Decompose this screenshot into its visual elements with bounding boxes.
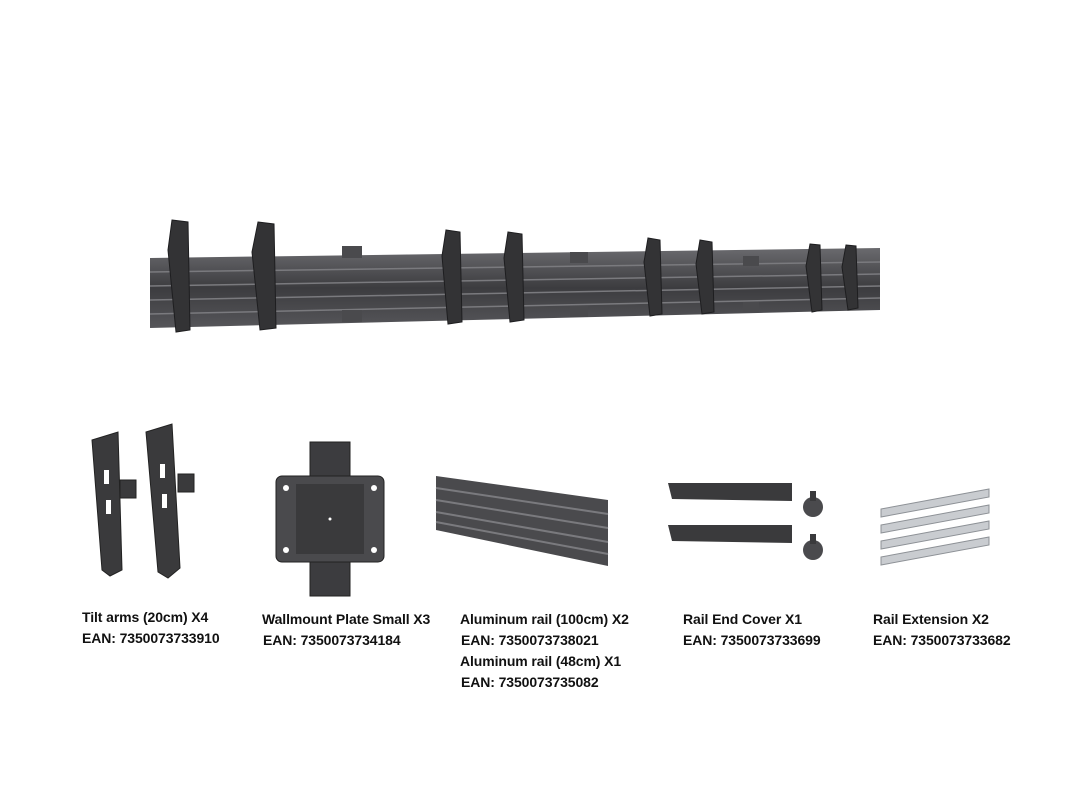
part-name: Tilt arms (20cm) X4 [82,609,209,625]
aluminum-rail-image [435,476,609,566]
caption-aluminum-rail: Aluminum rail (100cm) X2 EAN: 7350073738… [460,609,629,693]
rail-end-cover-image [668,483,823,560]
caption-tilt-arms: Tilt arms (20cm) X4 EAN: 7350073733910 [82,607,220,649]
caption-wallmount-plate: Wallmount Plate Small X3 EAN: 7350073734… [262,609,430,651]
part-name: Rail Extension X2 [873,611,989,627]
part-ean: EAN: 7350073734184 [263,632,401,648]
caption-rail-end-cover: Rail End Cover X1 EAN: 7350073733699 [683,609,821,651]
part-ean: EAN: 7350073733910 [82,630,220,646]
rail-extension-image [880,488,990,566]
part-ean: EAN: 7350073733682 [873,632,1011,648]
part-ean: EAN: 7350073738021 [461,632,599,648]
part-name: Aluminum rail (100cm) X2 [460,611,629,627]
tilt-arms-image [91,423,195,579]
caption-rail-extension: Rail Extension X2 EAN: 7350073733682 [873,609,1011,651]
part-ean-secondary: EAN: 7350073735082 [461,674,599,690]
part-ean: EAN: 7350073733699 [683,632,821,648]
part-name-secondary: Aluminum rail (48cm) X1 [460,653,622,669]
part-name: Rail End Cover X1 [683,611,802,627]
assembled-mount-image [149,219,881,333]
wallmount-plate-image [275,441,385,597]
part-name: Wallmount Plate Small X3 [262,611,431,627]
